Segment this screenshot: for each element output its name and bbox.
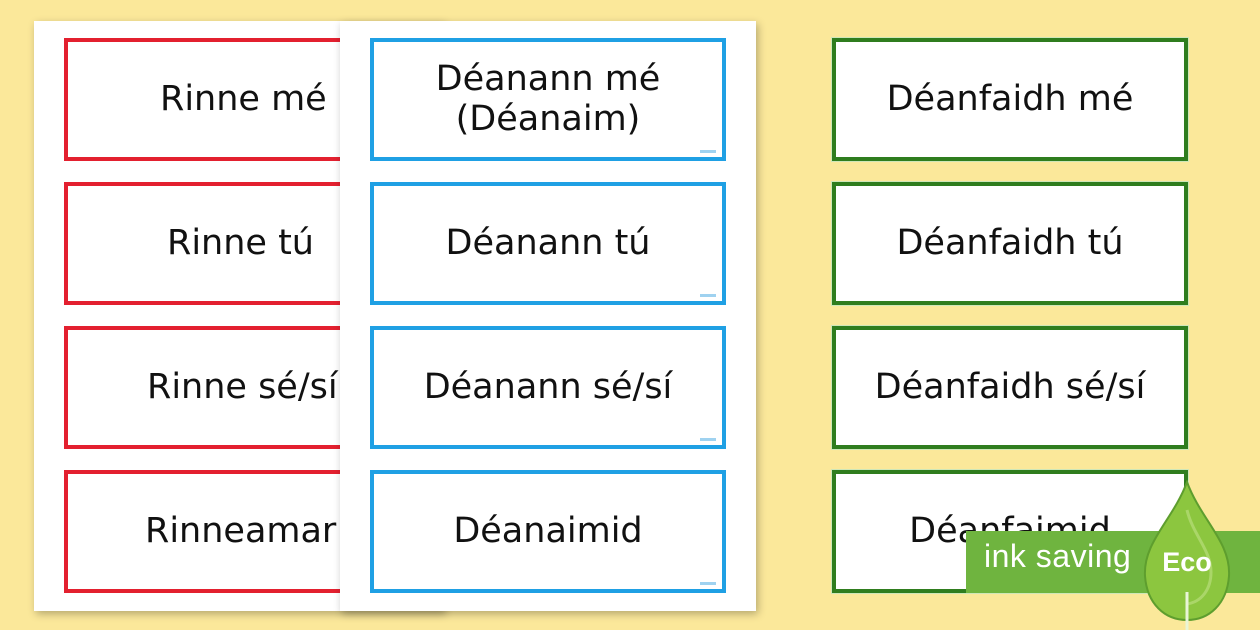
- blue-card-text: Déanann mé (Déanaim): [435, 59, 661, 139]
- green-card: Déanfaidh sé/sí: [831, 325, 1189, 450]
- green-card: Déanfaidh mé: [831, 37, 1189, 162]
- eco-leaf-drop-icon: Eco: [1143, 480, 1231, 630]
- card-footer-mark: [700, 582, 716, 585]
- blue-card: Déanann tú: [370, 182, 726, 305]
- blue-card: Déanaimid: [370, 470, 726, 593]
- blue-card: Déanann mé (Déanaim): [370, 38, 726, 161]
- green-card: Déanfaidh tú: [831, 181, 1189, 306]
- card-footer-mark: [700, 294, 716, 297]
- blue-flashcard-sheet: Déanann mé (Déanaim) Déanann tú Déanann …: [340, 21, 756, 611]
- eco-label: Eco: [1162, 547, 1212, 577]
- ink-saving-label: ink saving: [984, 538, 1132, 574]
- card-footer-mark: [700, 150, 716, 153]
- blue-card: Déanann sé/sí: [370, 326, 726, 449]
- blue-card-text: Déanann tú: [445, 222, 651, 263]
- blue-card-text: Déanann sé/sí: [423, 366, 673, 407]
- blue-card-text: Déanaimid: [453, 510, 643, 551]
- card-footer-mark: [700, 438, 716, 441]
